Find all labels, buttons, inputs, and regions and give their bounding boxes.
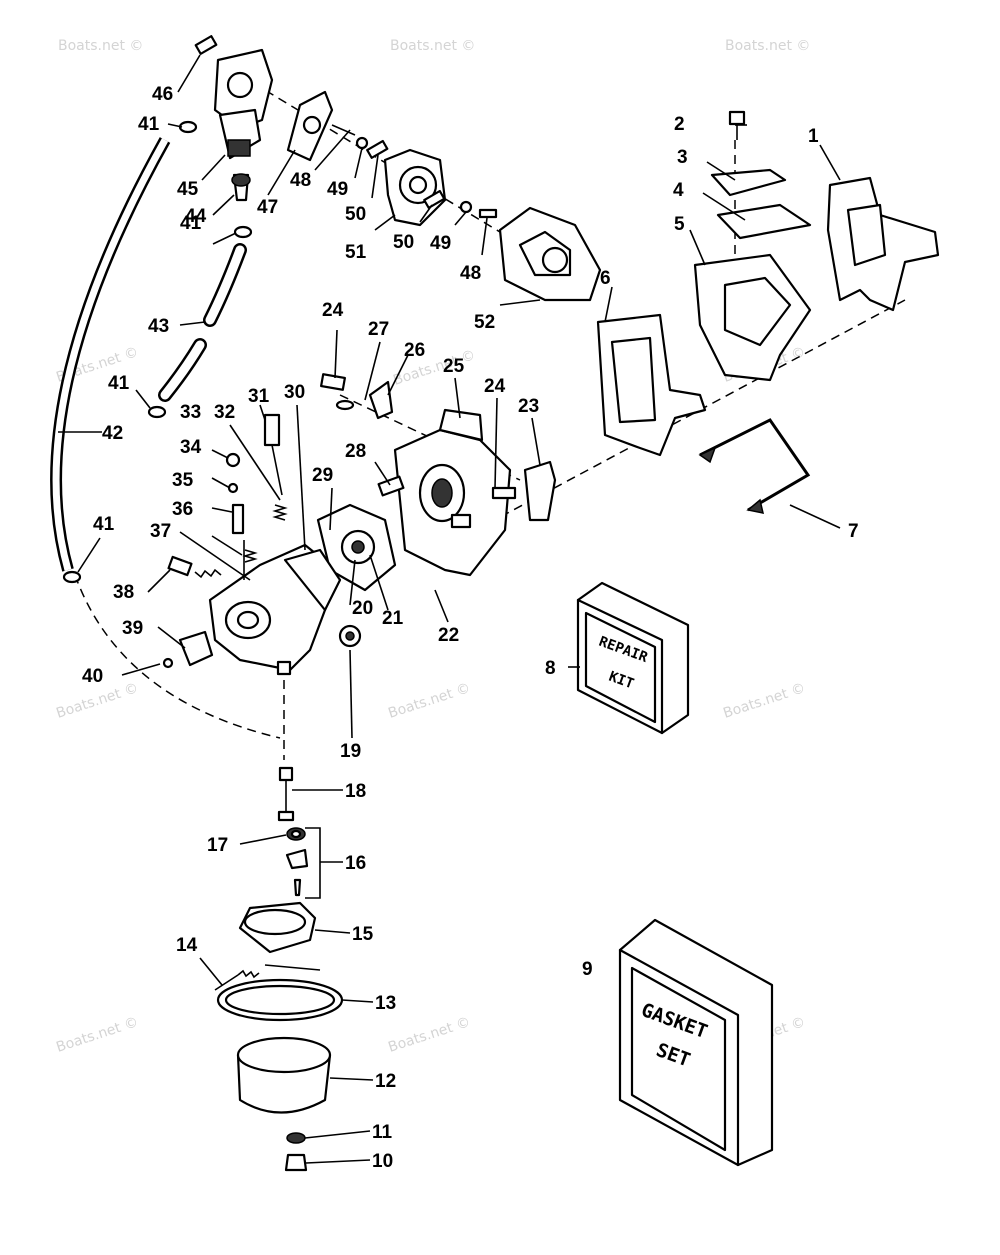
watermark: Boats.net © bbox=[725, 38, 810, 54]
callout-2: 2 bbox=[674, 114, 685, 135]
callout-39: 39 bbox=[122, 618, 143, 639]
gasket-set-box: GASKET SET bbox=[618, 918, 774, 1167]
callout-43: 43 bbox=[148, 316, 169, 337]
callout-44: 44 bbox=[185, 206, 207, 227]
callout-41: 41 bbox=[138, 114, 160, 135]
callout-33: 33 bbox=[180, 402, 201, 423]
callout-24: 24 bbox=[484, 376, 506, 397]
float-bowl-parts bbox=[214, 766, 344, 1172]
callout-12: 12 bbox=[375, 1071, 396, 1092]
callout-21: 21 bbox=[382, 608, 404, 629]
callout-48: 48 bbox=[460, 263, 481, 284]
callout-49: 49 bbox=[327, 179, 348, 200]
callout-42: 42 bbox=[102, 423, 123, 444]
callout-23: 23 bbox=[518, 396, 539, 417]
callout-22: 22 bbox=[438, 625, 459, 646]
callout-38: 38 bbox=[113, 582, 134, 603]
callout-41: 41 bbox=[108, 373, 130, 394]
callout-3: 3 bbox=[677, 147, 688, 168]
callout-27: 27 bbox=[368, 319, 389, 340]
callout-46: 46 bbox=[152, 84, 173, 105]
callout-31: 31 bbox=[248, 386, 270, 407]
callout-41: 41 bbox=[180, 213, 202, 234]
callout-52: 52 bbox=[474, 312, 495, 333]
callout-7: 7 bbox=[848, 521, 859, 542]
callout-4: 4 bbox=[673, 180, 684, 201]
callout-13: 13 bbox=[375, 993, 396, 1014]
callout-36: 36 bbox=[172, 499, 193, 520]
callout-5: 5 bbox=[674, 214, 685, 235]
callout-35: 35 bbox=[172, 470, 194, 491]
callout-28: 28 bbox=[345, 441, 366, 462]
callout-51: 51 bbox=[345, 242, 367, 263]
fuel-pump-assembly bbox=[194, 35, 498, 227]
fuel-hoses-43 bbox=[158, 243, 247, 402]
watermark: Boats.net © bbox=[386, 680, 472, 722]
callout-18: 18 bbox=[345, 781, 366, 802]
reed-valve-parts bbox=[596, 110, 940, 457]
watermark: Boats.net © bbox=[390, 38, 475, 54]
callout-45: 45 bbox=[177, 179, 199, 200]
leader-lines bbox=[58, 54, 841, 1164]
callout-20: 20 bbox=[352, 598, 373, 619]
intake-plate-52 bbox=[498, 206, 602, 302]
hose-clips-41 bbox=[62, 120, 253, 584]
callout-29: 29 bbox=[312, 465, 333, 486]
callout-37: 37 bbox=[150, 521, 171, 542]
link-rod-7 bbox=[698, 418, 811, 514]
callout-49: 49 bbox=[430, 233, 451, 254]
callout-1: 1 bbox=[808, 126, 819, 147]
callout-34: 34 bbox=[180, 437, 202, 458]
repair-kit-box: REPAIR KIT bbox=[576, 581, 690, 735]
callout-15: 15 bbox=[352, 924, 374, 945]
watermark: Boats.net © bbox=[54, 1014, 140, 1056]
watermark: Boats.net © bbox=[58, 38, 143, 54]
intake-manifold-25 bbox=[320, 373, 557, 577]
callout-16: 16 bbox=[345, 853, 366, 874]
callout-9: 9 bbox=[582, 959, 593, 980]
callout-11: 11 bbox=[372, 1122, 393, 1143]
callout-25: 25 bbox=[443, 356, 465, 377]
callout-40: 40 bbox=[82, 666, 103, 687]
fuel-line-42 bbox=[50, 137, 171, 572]
callout-8: 8 bbox=[545, 658, 556, 679]
callout-30: 30 bbox=[284, 382, 305, 403]
callout-19: 19 bbox=[340, 741, 361, 762]
callout-32: 32 bbox=[214, 402, 235, 423]
callout-50: 50 bbox=[345, 204, 366, 225]
carburetor-body bbox=[162, 413, 362, 676]
part-callouts: 1 2 3 4 5 6 7 8 9 10 11 12 13 14 15 16 1… bbox=[82, 84, 859, 1172]
callout-24: 24 bbox=[322, 300, 344, 321]
callout-47: 47 bbox=[257, 197, 278, 218]
callout-50: 50 bbox=[393, 232, 414, 253]
callout-48: 48 bbox=[290, 170, 311, 191]
callout-10: 10 bbox=[372, 1151, 393, 1172]
watermark: Boats.net © bbox=[386, 1014, 472, 1056]
callout-17: 17 bbox=[207, 835, 228, 856]
callout-26: 26 bbox=[404, 340, 425, 361]
callout-14: 14 bbox=[176, 935, 198, 956]
callout-6: 6 bbox=[600, 268, 611, 289]
callout-41: 41 bbox=[93, 514, 115, 535]
watermark: Boats.net © bbox=[721, 680, 807, 722]
